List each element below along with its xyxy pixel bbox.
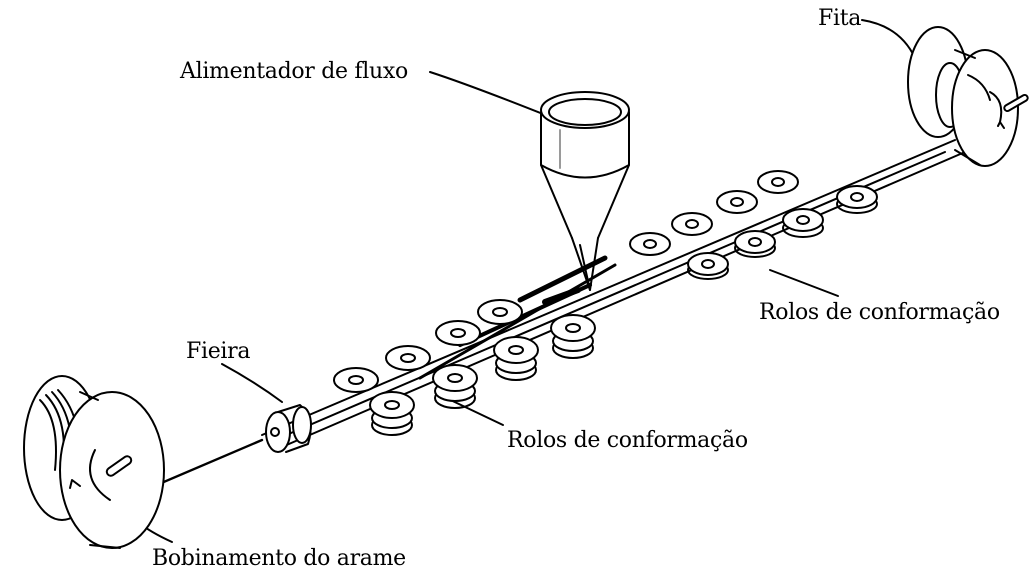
forming-rolls-upper — [333, 170, 799, 393]
label-rolos-de-conformacao-inferior: Rolos de conformação — [507, 428, 748, 453]
label-bobinamento-do-arame: Bobinamento do arame — [152, 546, 406, 571]
forming-rolls-lower — [369, 185, 878, 436]
label-fita: Fita — [818, 6, 862, 31]
roll-l6 — [734, 230, 776, 258]
label-rolos-de-conformacao-superior: Rolos de conformação — [759, 300, 1000, 325]
wire-spool — [23, 375, 165, 549]
strip-spool — [907, 26, 1029, 167]
roll-l3 — [493, 336, 539, 381]
leader-rolos-superior — [769, 269, 839, 297]
roll-u8 — [757, 170, 799, 194]
roll-u4 — [477, 299, 523, 325]
roll-l1 — [369, 391, 415, 436]
label-fieira: Fieira — [186, 339, 251, 364]
roll-u1 — [333, 367, 379, 393]
die — [265, 404, 312, 453]
roll-l4 — [550, 314, 596, 359]
roll-l8 — [836, 185, 878, 214]
roll-u5 — [629, 232, 671, 256]
flux-hopper — [540, 91, 630, 291]
roll-u6 — [671, 212, 713, 236]
label-alimentador-de-fluxo: Alimentador de fluxo — [180, 59, 408, 84]
roll-l5 — [687, 252, 729, 280]
roll-u3 — [435, 320, 481, 346]
roll-u7 — [716, 190, 758, 214]
leader-lines — [137, 19, 916, 543]
leader-fieira — [221, 363, 283, 403]
roll-u2 — [385, 345, 431, 371]
roll-l7 — [782, 208, 824, 238]
leader-alimentador — [429, 71, 549, 117]
roll-l2 — [432, 364, 478, 409]
leader-fita — [861, 19, 916, 59]
